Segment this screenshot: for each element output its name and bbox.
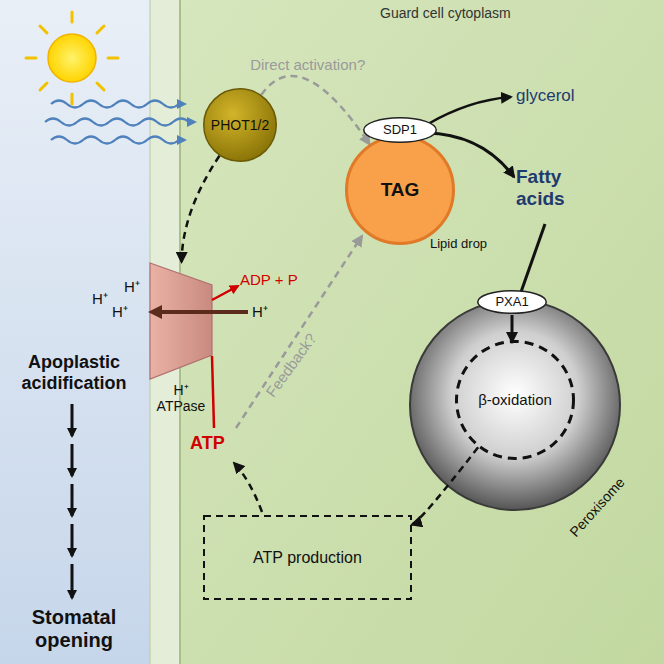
outcome-label: Stomatal opening xyxy=(0,606,148,652)
peroxisome: Peroxisomeβ-oxidation xyxy=(410,300,620,510)
process-label: Apoplastic acidification xyxy=(0,352,148,393)
node-caption: Lipid drop xyxy=(430,237,487,252)
region-label: Guard cell cytoplasm xyxy=(380,5,511,21)
product-label: Fatty acids xyxy=(516,166,596,210)
product-label: glycerol xyxy=(516,86,575,106)
connector-arrow xyxy=(261,76,369,144)
peroxisome-shape xyxy=(410,300,620,510)
connector-arrow xyxy=(182,156,220,262)
ion-label: H⁺ xyxy=(252,303,268,320)
node-label: β-oxidation xyxy=(455,391,575,408)
proton-pump: H⁺ ATPase xyxy=(148,262,214,414)
molecule-label: ATP xyxy=(190,433,225,454)
product-label: ADP + P xyxy=(240,271,298,288)
node-label: H⁺ ATPase xyxy=(155,382,207,414)
transporter-ellipse: PXA1 xyxy=(477,290,547,314)
ion-label: H⁺ xyxy=(112,303,128,320)
process-box: ATP production xyxy=(203,515,412,600)
ion-label: H⁺ xyxy=(124,278,140,295)
node-label: SDP1 xyxy=(363,123,437,138)
cycle-circle: β-oxidation xyxy=(455,340,575,460)
node-label: PXA1 xyxy=(477,295,547,310)
lipid-drop-circle: TAGLipid drop xyxy=(345,135,455,245)
node-label: Peroxisome xyxy=(566,474,627,540)
edge-label: Direct activation? xyxy=(250,56,365,73)
node-label: ATP production xyxy=(203,548,412,566)
enzyme-ellipse: SDP1 xyxy=(363,117,437,143)
node-label: PHOT1/2 xyxy=(203,117,277,133)
h-atpase-shape xyxy=(150,263,212,379)
pathway-label: Feedback? xyxy=(262,330,320,400)
photoreceptor-circle: PHOT1/2 xyxy=(203,88,277,162)
connector-arrow xyxy=(412,447,478,524)
light-waves xyxy=(45,101,195,144)
node-label: TAG xyxy=(345,179,455,201)
signal-arrows xyxy=(71,404,74,598)
ion-label: H⁺ xyxy=(92,290,108,307)
sun xyxy=(26,12,118,104)
